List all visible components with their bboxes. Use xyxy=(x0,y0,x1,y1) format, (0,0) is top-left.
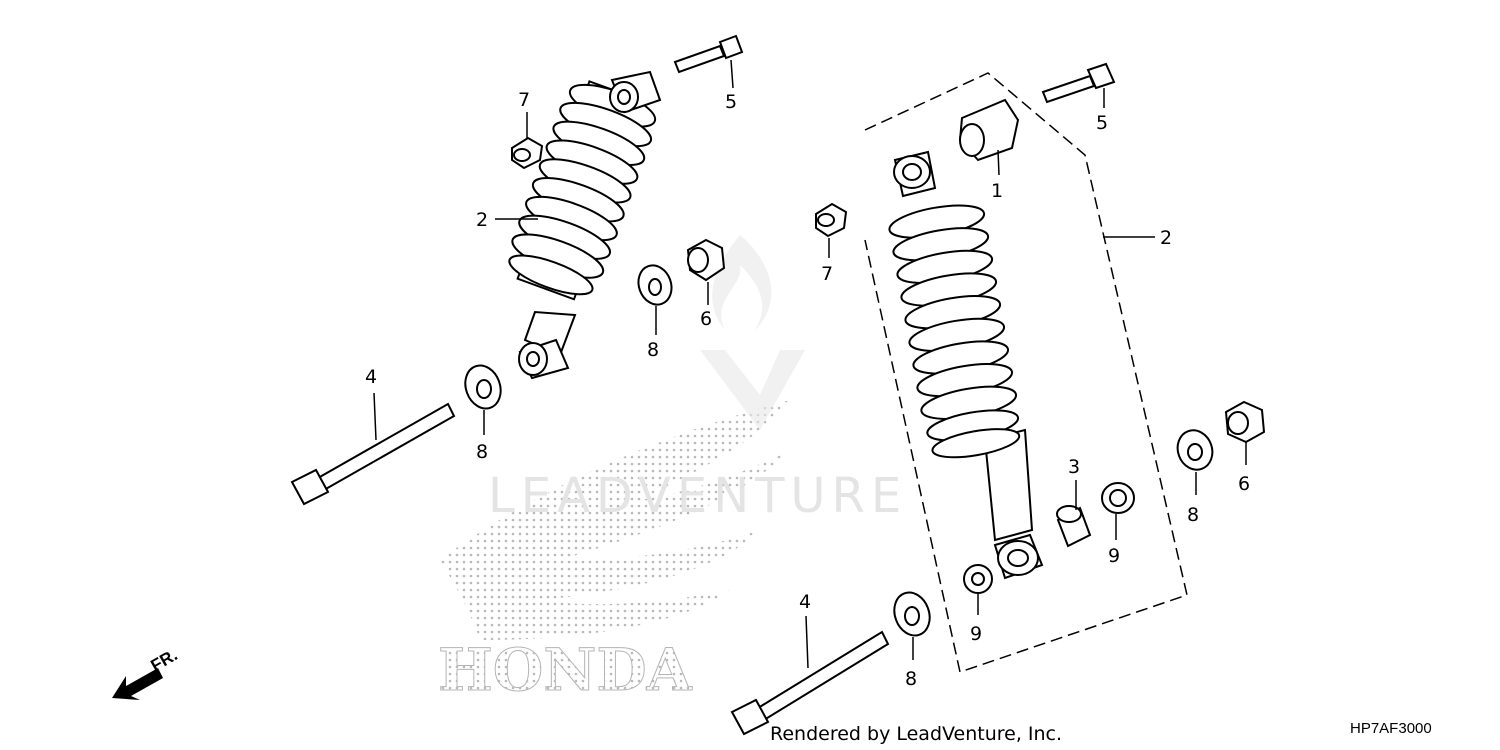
callout-left-washer-bottom: 8 xyxy=(476,441,488,463)
right-top-nut xyxy=(815,202,848,258)
footer-credit: Rendered by LeadVenture, Inc. xyxy=(770,723,1062,745)
right-side-washer xyxy=(1176,429,1214,495)
right-bottom-bolt xyxy=(730,615,890,736)
callout-left-nut-top: 7 xyxy=(518,89,530,111)
left-bottom-washer xyxy=(464,364,502,435)
right-side-nut xyxy=(1224,400,1266,465)
callout-right-seal-b: 9 xyxy=(970,623,982,645)
callout-right-collar: 3 xyxy=(1068,456,1080,478)
callout-right-bolt-top: 5 xyxy=(1096,112,1108,134)
diagram-code: HP7AF3000 xyxy=(1350,720,1432,737)
leadventure-text-watermark: LEADVENTURE xyxy=(488,468,907,524)
front-arrow-icon xyxy=(112,668,163,700)
right-seal-b xyxy=(963,564,993,615)
callout-left-shock: 2 xyxy=(476,209,488,231)
callout-right-nut-top: 7 xyxy=(821,263,833,285)
right-shock-absorber xyxy=(888,150,1044,580)
callout-right-bushing-top: 1 xyxy=(991,180,1003,202)
callout-right-bolt-bottom: 4 xyxy=(799,591,811,613)
left-mid-washer xyxy=(637,264,673,335)
left-shock-absorber xyxy=(508,70,662,380)
assembly-outline xyxy=(864,72,1188,673)
callout-right-washer-side: 8 xyxy=(1187,504,1199,526)
honda-text-watermark: HONDA xyxy=(438,636,693,704)
honda-wing-watermark: HONDA xyxy=(438,400,790,705)
callout-left-bolt-bottom: 4 xyxy=(365,366,377,388)
right-seal-a xyxy=(1101,482,1135,540)
callout-right-washer-bottom: 8 xyxy=(905,668,917,690)
callout-right-seal-a: 9 xyxy=(1108,545,1120,567)
right-top-bolt xyxy=(1041,62,1116,108)
callout-right-shock: 2 xyxy=(1160,227,1172,249)
right-bottom-washer xyxy=(893,591,931,660)
callout-left-washer-mid: 8 xyxy=(647,339,659,361)
left-bottom-bolt xyxy=(290,392,456,506)
leadventure-logo-watermark xyxy=(700,235,805,430)
right-collar xyxy=(1056,480,1092,548)
front-indicator-label: FR. xyxy=(148,645,181,675)
left-top-bolt xyxy=(673,34,744,89)
left-top-nut xyxy=(511,112,544,170)
callout-left-bolt-top: 5 xyxy=(725,91,737,113)
left-mid-nut xyxy=(686,238,726,305)
callout-right-nut-side: 6 xyxy=(1238,473,1250,495)
callout-left-nut-mid: 6 xyxy=(700,308,712,330)
right-top-bushing xyxy=(958,98,1020,176)
